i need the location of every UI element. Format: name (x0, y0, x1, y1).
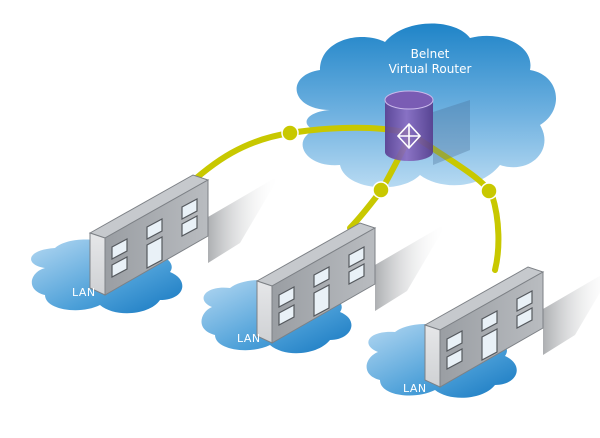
node-2 (372, 181, 390, 199)
lan-label-1: LAN (72, 286, 96, 299)
office-building-icon (89, 174, 281, 296)
router-title-line1: Belnet (411, 47, 450, 61)
router-symbol-icon (396, 122, 422, 150)
lan-label-2: LAN (237, 332, 261, 345)
node-1 (281, 124, 299, 142)
router-cylinder-icon (384, 90, 470, 165)
node-3 (480, 182, 498, 200)
router-title-line2: Virtual Router (389, 62, 472, 76)
lan-label-3: LAN (403, 382, 427, 395)
link-nodes (281, 124, 498, 200)
